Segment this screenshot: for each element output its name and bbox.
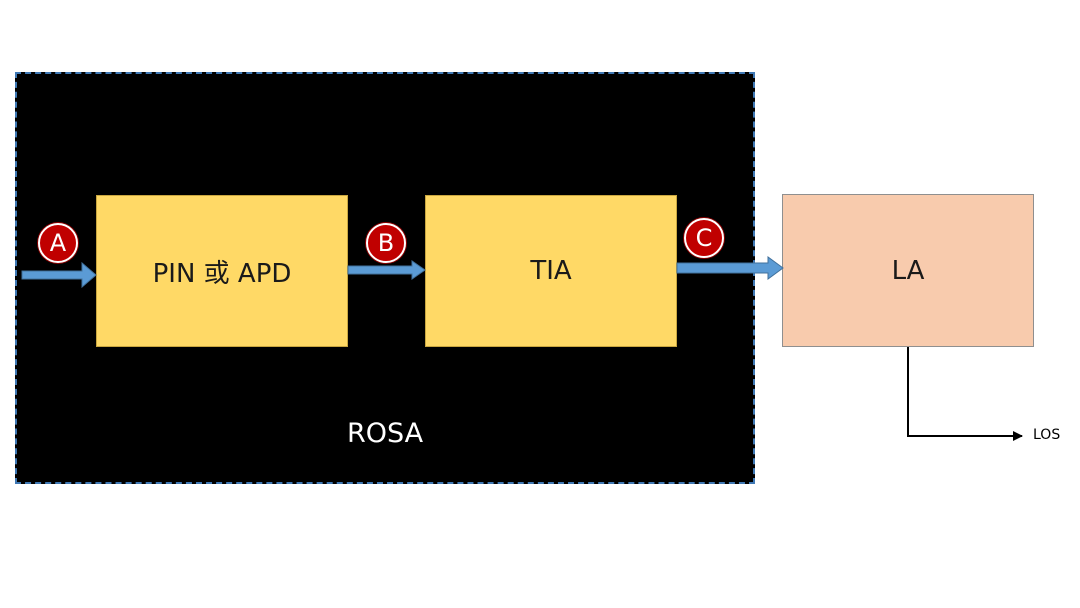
- marker-a-label: A: [49, 229, 67, 257]
- marker-b: B: [366, 223, 406, 263]
- tia-block: TIA: [425, 195, 677, 347]
- rosa-label: ROSA: [346, 418, 424, 449]
- marker-c: C: [684, 218, 724, 258]
- la-block: LA: [782, 194, 1034, 347]
- la-label: LA: [891, 255, 925, 286]
- marker-a: A: [38, 223, 78, 263]
- los-label: LOS: [1033, 427, 1061, 443]
- tia-label: TIA: [530, 256, 572, 286]
- marker-c-label: C: [695, 224, 713, 252]
- pin-apd-block: PIN 或 APD: [96, 195, 348, 347]
- marker-b-label: B: [377, 229, 395, 257]
- los-output-line: [907, 347, 1023, 441]
- pin-apd-label: PIN 或 APD: [152, 258, 292, 289]
